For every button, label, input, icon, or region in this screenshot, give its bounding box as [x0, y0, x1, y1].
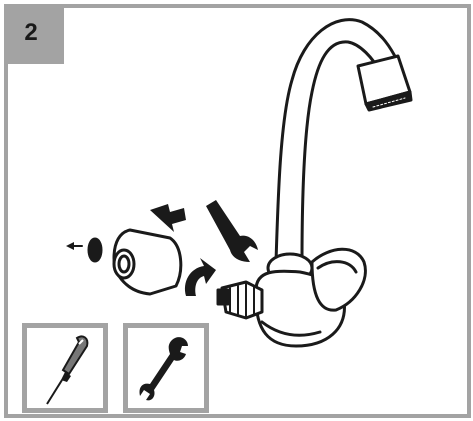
rotate-arrow-icon — [185, 258, 216, 296]
cover-disc — [89, 239, 101, 261]
tool-box-wrench — [123, 323, 209, 413]
faucet-spout — [276, 20, 398, 262]
aerator — [358, 56, 411, 110]
handle-cap — [114, 230, 181, 294]
faucet-handle — [312, 249, 365, 310]
screwdriver-icon — [27, 328, 103, 408]
wrench-icon — [128, 328, 204, 408]
tool-box-screwdriver — [22, 323, 108, 413]
arrow-left-small-icon — [66, 242, 82, 250]
valve-cartridge — [218, 282, 262, 318]
arrow-left-icon — [150, 204, 186, 232]
wrench-icon — [206, 200, 258, 262]
